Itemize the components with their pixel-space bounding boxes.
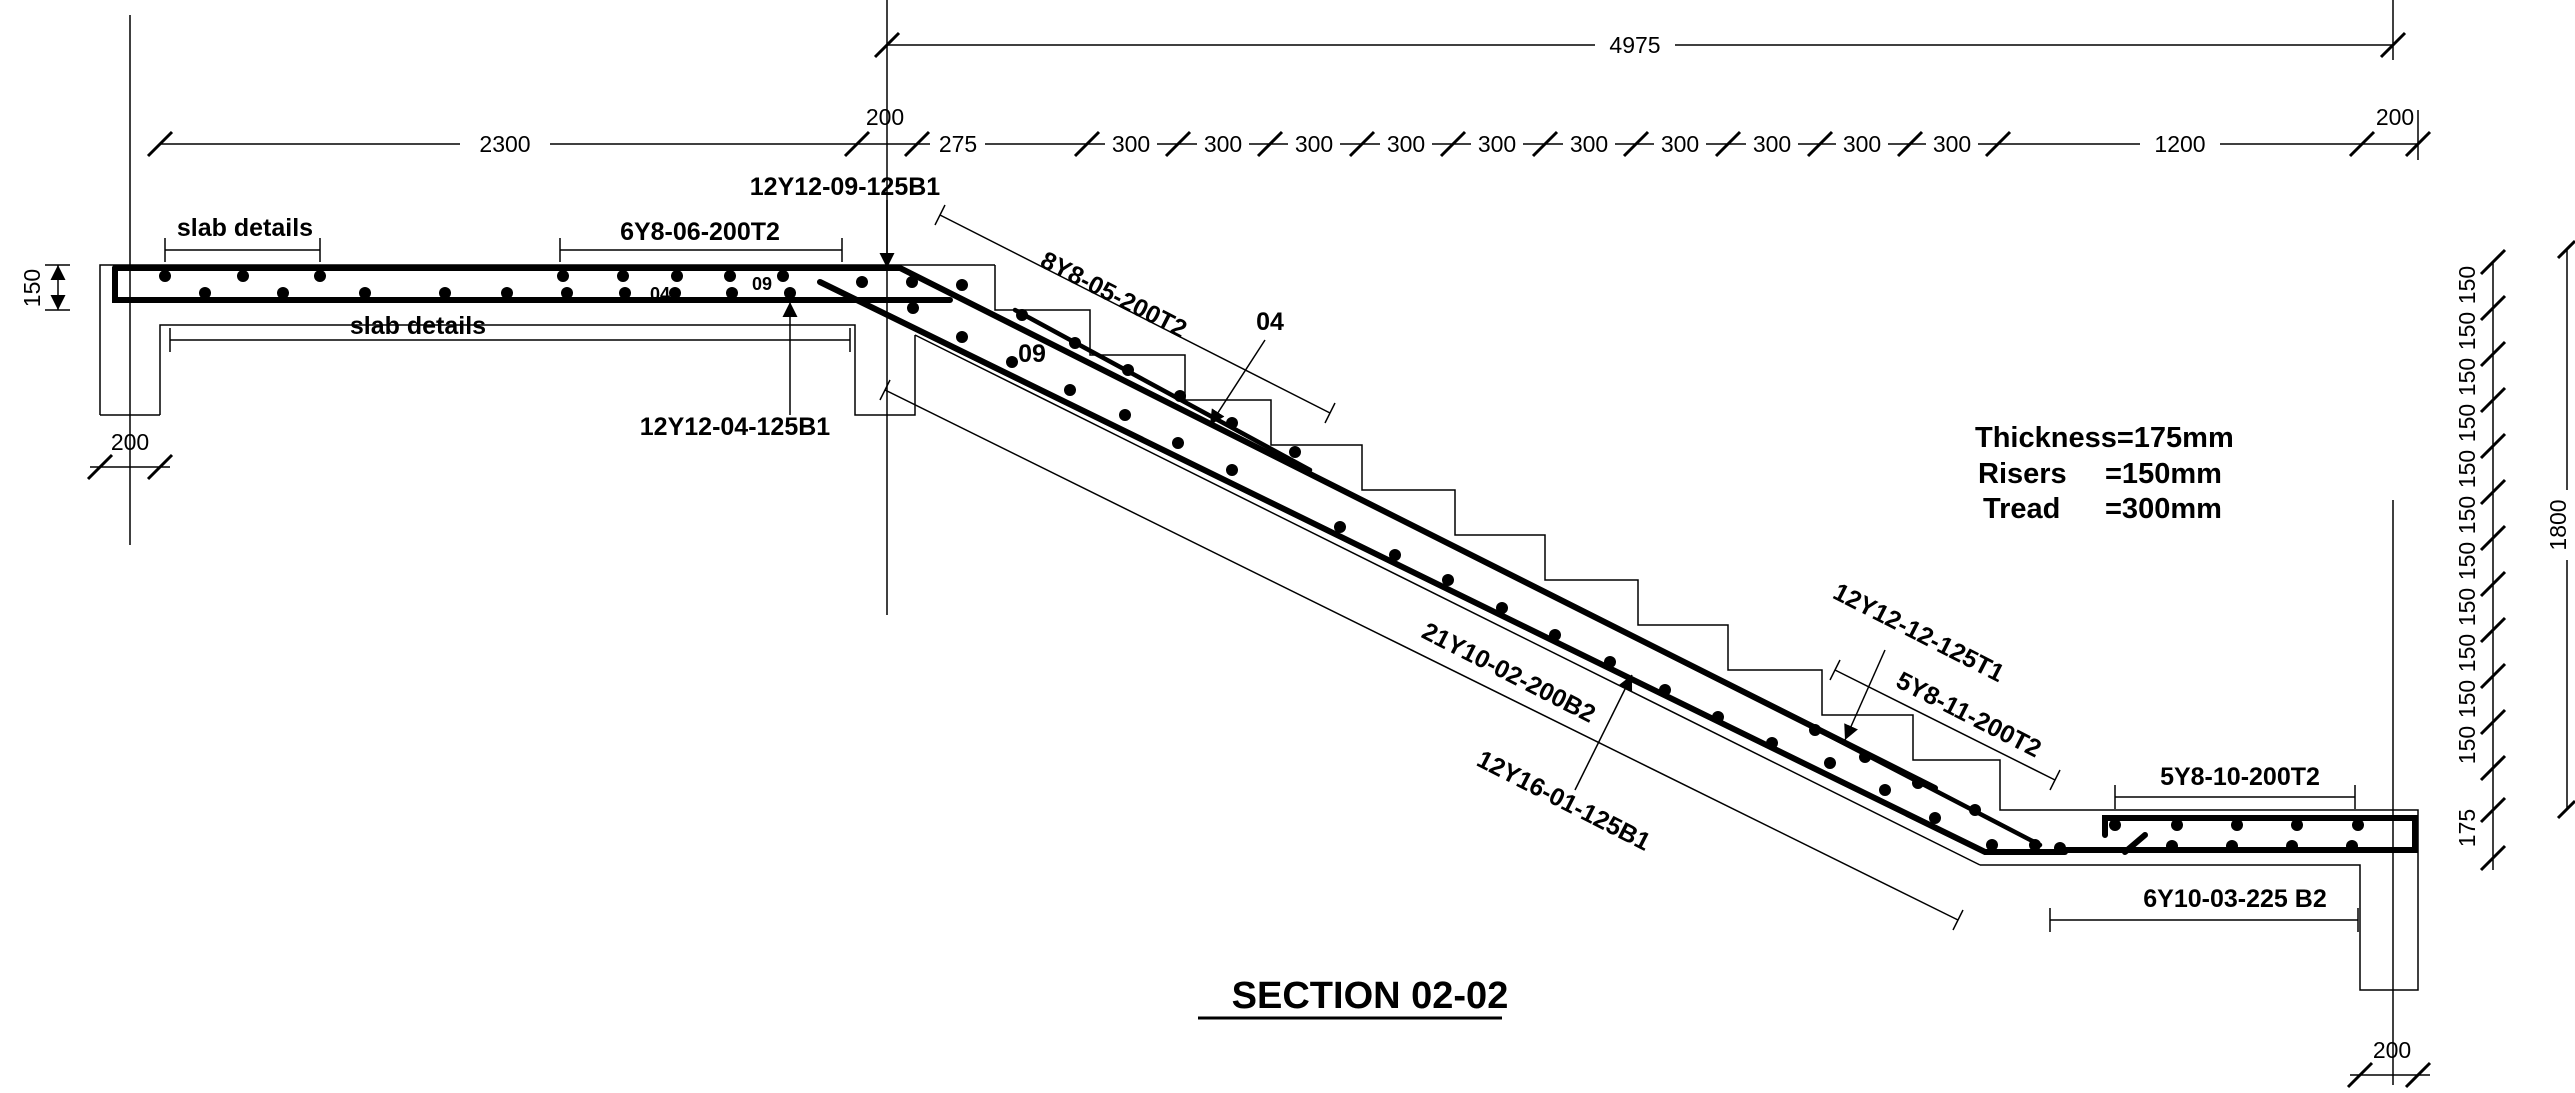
design-notes: Thickness=175mm Risers =150mm Tread =300… (1975, 422, 2234, 525)
label-ref-09-flight: 09 (1018, 340, 1046, 368)
label-slab-details-bottom: slab details (350, 312, 486, 340)
dim-landing-left: 2300 (479, 131, 530, 157)
label-slab-details-top: slab details (177, 214, 313, 242)
dim-riser: 150 (2454, 634, 2480, 672)
rebar-annotations: slab details slab details 6Y8-06-200T2 1… (164, 173, 2359, 932)
dim-riser: 150 (2454, 726, 2480, 764)
dim-tread: 300 (1843, 131, 1881, 157)
drawing-title-group: SECTION 02-02 (1198, 975, 1509, 1020)
dim-tread: 300 (1661, 131, 1699, 157)
rebar-dots (159, 270, 2364, 854)
left-dimensions: 150 200 (19, 264, 174, 481)
dim-riser: 150 (2454, 680, 2480, 718)
label-bar-11: 5Y8-11-200T2 (1892, 666, 2046, 763)
note-risers-label: Risers (1978, 458, 2067, 490)
label-bar-01: 12Y16-01-125B1 (1472, 745, 1654, 856)
construction-lines (129, 0, 2394, 1085)
dim-tread: 300 (1295, 131, 1333, 157)
dim-tread: 300 (1112, 131, 1150, 157)
dim-slab-thickness: 150 (19, 269, 45, 307)
dim-first-tread: 275 (939, 131, 977, 157)
dim-riser: 150 (2454, 496, 2480, 534)
dim-riser: 150 (2454, 312, 2480, 350)
label-bar-02: 21Y10-02-200B2 (1417, 617, 1599, 728)
label-bar-09: 12Y12-09-125B1 (750, 173, 941, 201)
dim-tread: 300 (1387, 131, 1425, 157)
label-bar-05: 8Y8-05-200T2 (1036, 246, 1191, 344)
note-risers-value: =150mm (2105, 458, 2222, 490)
label-bar-04: 12Y12-04-125B1 (640, 413, 831, 441)
dim-tread: 300 (1933, 131, 1971, 157)
rebar-lines (112, 265, 2418, 855)
dim-riser: 150 (2454, 266, 2480, 304)
label-bar-06: 6Y8-06-200T2 (620, 218, 780, 246)
tread-dim-labels: 300 300 300 300 300 300 300 300 300 300 (1105, 128, 1978, 160)
label-ref-04-upper: 04 (1256, 308, 1284, 336)
right-dimensions: 150 150 150 150 150 150 150 150 150 150 … (2454, 239, 2575, 872)
dim-bottom-slab: 175 (2454, 809, 2480, 847)
drawing-title: SECTION 02-02 (1232, 975, 1509, 1017)
riser-dim-labels: 150 150 150 150 150 150 150 150 150 150 … (2454, 266, 2480, 847)
note-thickness: Thickness=175mm (1975, 422, 2234, 454)
label-bar-10: 5Y8-10-200T2 (2160, 763, 2320, 791)
dim-riser: 150 (2454, 588, 2480, 626)
bottom-dimensions: 200 (2346, 1037, 2432, 1089)
dim-riser: 150 (2454, 404, 2480, 442)
label-bar-03: 6Y10-03-225 B2 (2143, 885, 2326, 913)
dim-tread: 300 (1753, 131, 1791, 157)
dim-riser: 150 (2454, 358, 2480, 396)
label-ref-04-slab: 04 (650, 284, 670, 304)
dim-riser: 150 (2454, 542, 2480, 580)
dim-wall-bottom-right: 200 (2373, 1037, 2411, 1063)
dim-tread: 300 (1204, 131, 1242, 157)
label-bar-12: 12Y12-12-125T1 (1829, 578, 2009, 688)
dim-wall-bottom-left: 200 (111, 429, 149, 455)
concrete-outline (99, 264, 2419, 991)
dim-riser: 150 (2454, 450, 2480, 488)
dim-overall: 4975 (1609, 32, 1660, 58)
label-ref-09-slab: 09 (752, 274, 772, 294)
dim-total-rise: 1800 (2545, 499, 2571, 550)
dim-wall-left: 200 (866, 104, 904, 130)
dim-wall-right: 200 (2376, 104, 2414, 130)
dim-tread: 300 (1478, 131, 1516, 157)
note-tread-value: =300mm (2105, 493, 2222, 525)
dim-landing-right: 1200 (2154, 131, 2205, 157)
dim-tread: 300 (1570, 131, 1608, 157)
top-dimensions: 4975 2300 200 275 300 300 300 (146, 0, 2432, 160)
note-tread-label: Tread (1983, 493, 2060, 525)
